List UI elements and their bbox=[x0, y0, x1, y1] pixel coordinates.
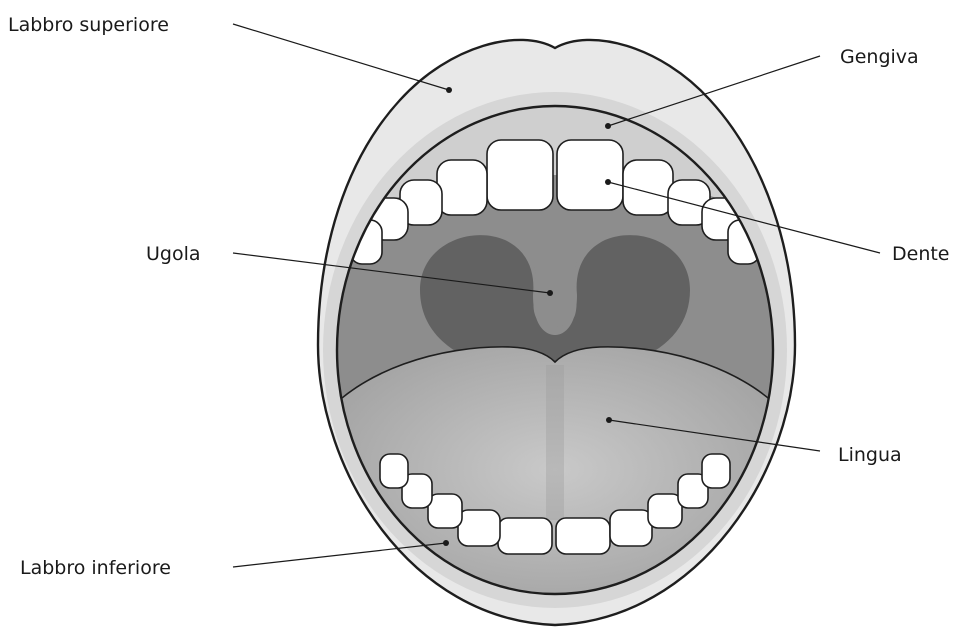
uvula-shape bbox=[533, 260, 577, 326]
label-uvula: Ugola bbox=[146, 243, 201, 265]
label-upper-lip: Labbro superiore bbox=[8, 14, 169, 36]
label-lower-lip: Labbro inferiore bbox=[20, 557, 171, 579]
label-tongue: Lingua bbox=[838, 444, 902, 466]
label-tooth: Dente bbox=[892, 243, 950, 265]
label-gum: Gengiva bbox=[840, 46, 919, 68]
